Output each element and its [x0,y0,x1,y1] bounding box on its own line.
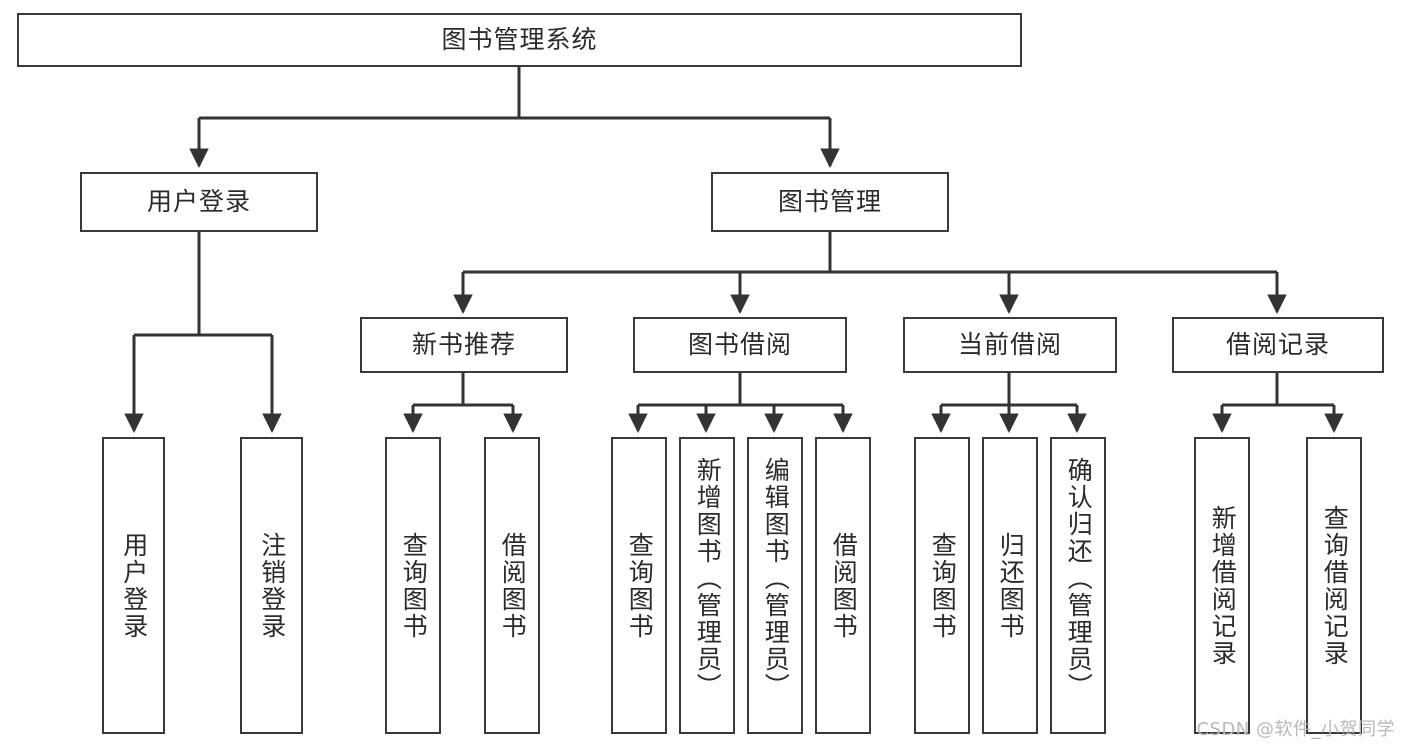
node-label: 借阅图书 [498,531,528,640]
node-borrow-record[interactable]: 借阅记录 [1172,317,1384,373]
node-new-book-recommend[interactable]: 新书推荐 [360,317,568,373]
node-label: 查询图书 [625,531,655,640]
node-label: 归还图书 [996,531,1026,640]
leaf-query-book-borrow[interactable]: 查询图书 [611,437,667,734]
leaf-add-book-admin[interactable]: 新增图书（管理员） [679,437,735,734]
leaf-query-book-current[interactable]: 查询图书 [914,437,970,734]
leaf-query-borrow-record[interactable]: 查询借阅记录 [1306,437,1362,734]
node-label: 图书管理 [777,187,882,217]
leaf-edit-book-admin[interactable]: 编辑图书（管理员） [747,437,803,734]
node-label: 当前借阅 [957,330,1062,360]
node-label: 用户登录 [119,531,149,640]
leaf-return-book[interactable]: 归还图书 [982,437,1038,734]
node-label: 新增图书（管理员） [693,457,723,700]
node-book-borrow[interactable]: 图书借阅 [633,317,847,373]
node-label: 图书借阅 [687,330,792,360]
node-label: 新增借阅记录 [1208,504,1238,667]
leaf-query-book-recommend[interactable]: 查询图书 [385,437,441,734]
node-user-login[interactable]: 用户登录 [80,172,318,232]
leaf-borrow-book-recommend[interactable]: 借阅图书 [484,437,540,734]
node-label: 用户登录 [146,187,251,217]
node-label: 查询借阅记录 [1320,504,1350,667]
node-label: 注销登录 [257,531,287,640]
node-label: 图书管理系统 [441,25,598,55]
leaf-user-login[interactable]: 用户登录 [102,437,165,734]
node-current-borrow[interactable]: 当前借阅 [903,317,1117,373]
csdn-watermark: CSDN @软件_小贺同学 [1196,719,1395,740]
node-label: 查询图书 [928,531,958,640]
leaf-logout[interactable]: 注销登录 [240,437,303,734]
node-root-system[interactable]: 图书管理系统 [17,13,1022,67]
leaf-borrow-book[interactable]: 借阅图书 [815,437,871,734]
leaf-confirm-return-admin[interactable]: 确认归还（管理员） [1050,437,1106,734]
node-label: 查询图书 [399,531,429,640]
node-label: 确认归还（管理员） [1064,457,1094,700]
node-book-management[interactable]: 图书管理 [711,172,949,232]
leaf-add-borrow-record[interactable]: 新增借阅记录 [1194,437,1250,734]
node-label: 借阅记录 [1225,330,1330,360]
node-label: 新书推荐 [411,330,516,360]
node-label: 借阅图书 [829,531,859,640]
node-label: 编辑图书（管理员） [761,457,791,700]
